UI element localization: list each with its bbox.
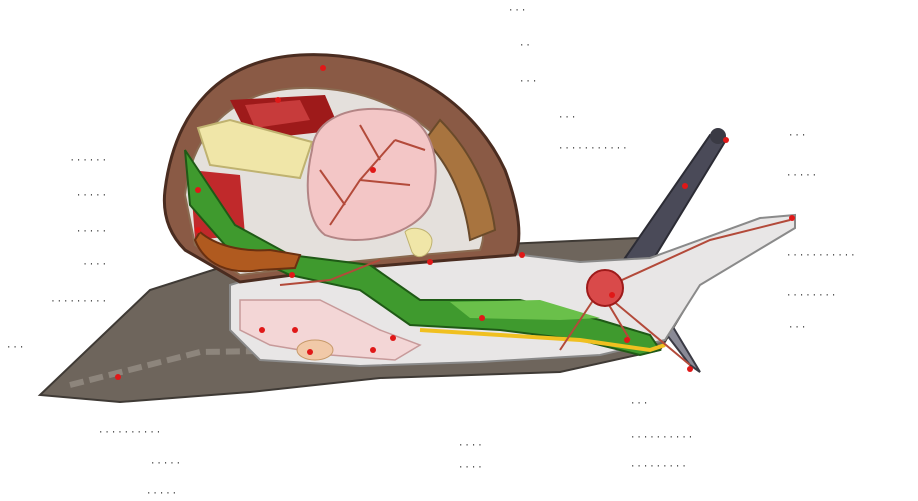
label-top-4b: ··········· xyxy=(558,143,629,155)
nerve-ganglion xyxy=(587,270,623,306)
reproductive-sac xyxy=(297,340,333,360)
label-bottom-2a: ···· xyxy=(458,440,484,452)
label-bottom-3c: ········· xyxy=(630,461,688,473)
label-bottom-3a: ··· xyxy=(630,398,649,410)
label-left-6: ··· xyxy=(6,342,25,354)
label-left-1: ······ xyxy=(69,155,108,167)
label-bottom-1a: ·········· xyxy=(98,427,162,439)
label-right-2: ····· xyxy=(786,170,818,182)
label-top-2: ·· xyxy=(519,40,532,52)
label-left-5: ········· xyxy=(50,296,108,308)
label-right-4: ········ xyxy=(786,290,837,302)
label-top-3: ··· xyxy=(519,76,538,88)
label-left-2: ····· xyxy=(76,190,108,202)
label-top-4a: ··· xyxy=(558,112,577,124)
label-top-1: ··· xyxy=(508,5,527,17)
label-bottom-2b: ···· xyxy=(458,462,484,474)
label-right-5: ··· xyxy=(788,322,807,334)
label-bottom-1c: ····· xyxy=(146,488,178,500)
lung xyxy=(308,109,436,240)
label-bottom-1b: ····· xyxy=(150,458,182,470)
label-left-3: ····· xyxy=(76,226,108,238)
label-right-3: ··········· xyxy=(786,250,857,262)
label-bottom-3b: ·········· xyxy=(630,432,694,444)
label-right-1: ··· xyxy=(788,130,807,142)
label-left-4: ···· xyxy=(82,259,108,271)
